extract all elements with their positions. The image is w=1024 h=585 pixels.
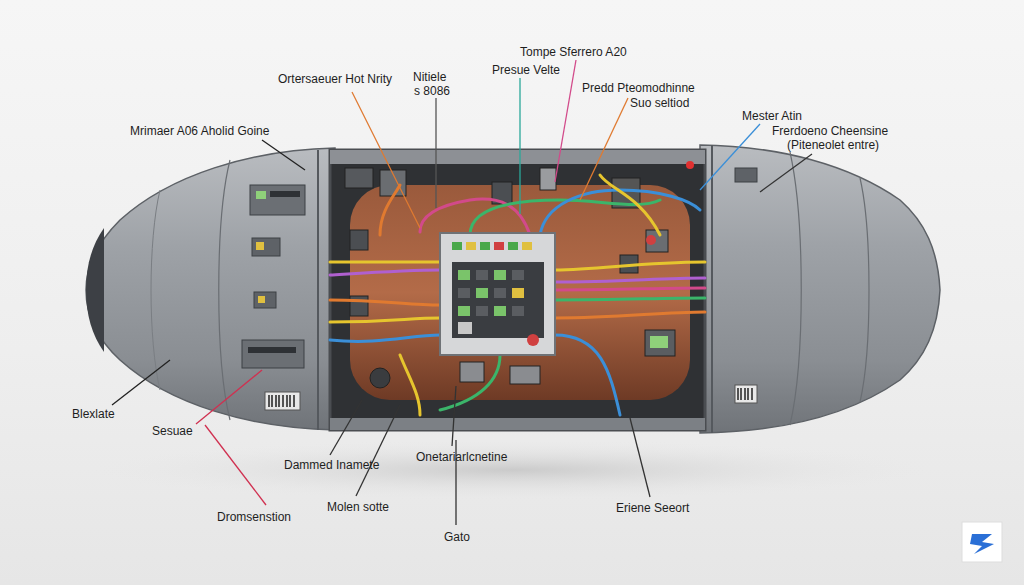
- barcode: [738, 388, 752, 400]
- leader-lines: [112, 60, 812, 525]
- logo-mark: [970, 534, 994, 554]
- logo-tile: [962, 522, 1002, 562]
- indicator: [258, 296, 265, 303]
- component: [646, 230, 668, 252]
- barcode: [269, 395, 294, 407]
- panel-seam: [711, 145, 713, 433]
- nose-cone: [86, 148, 335, 430]
- callout-label: Gato: [442, 530, 472, 544]
- panel-seam: [860, 178, 869, 402]
- indicator: [686, 161, 694, 169]
- callout-label: Blexlate: [70, 407, 117, 421]
- indicator: [646, 235, 656, 245]
- panel-seam: [790, 152, 801, 425]
- callout-label: Nitiele: [411, 70, 448, 84]
- side-panel: [735, 168, 757, 182]
- callout-label: Eriene Seeort: [614, 501, 691, 515]
- panel-seam: [151, 190, 160, 390]
- component: [645, 330, 675, 356]
- barcode-plate: [265, 392, 300, 410]
- callout-label: Dammed Inamete: [282, 458, 381, 472]
- callout-label: Onetariarlcnetine: [414, 450, 509, 464]
- callout-label: (Piteneolet entre): [785, 138, 881, 152]
- indicator: [248, 347, 296, 353]
- component: [510, 366, 540, 384]
- callout-label: Presue Velte: [490, 63, 562, 77]
- indicator: [650, 336, 668, 348]
- open-bay: [330, 150, 705, 430]
- side-panel: [254, 292, 276, 308]
- component: [460, 362, 484, 382]
- tail-section: [700, 145, 940, 433]
- callout-label: Tompe Sferrero A20: [518, 45, 629, 59]
- callout-label: Frerdoeno Cheensine: [770, 124, 890, 138]
- wiring: [330, 175, 705, 415]
- indicator: [270, 191, 300, 197]
- control-box: [440, 233, 555, 355]
- callout-label: s 8086: [412, 84, 452, 98]
- callout-label: Mester Atin: [740, 109, 804, 123]
- side-panel: [250, 185, 305, 215]
- copper-tank: [350, 185, 690, 400]
- side-panel: [252, 238, 280, 256]
- callout-label: Dromsenstion: [215, 510, 293, 524]
- callout-label: Suo seltiod: [628, 96, 691, 110]
- component: [345, 168, 373, 188]
- control-buttons: [452, 242, 539, 346]
- callout-label: Sesuae: [150, 424, 195, 438]
- panel-seam: [219, 160, 230, 420]
- callout-label: Ortersaeuer Hot Nrity: [276, 72, 394, 86]
- panel-seam: [317, 150, 319, 430]
- callout-label: Mrimaer A06 Aholid Goine: [128, 124, 271, 138]
- control-screen: [452, 262, 544, 338]
- component: [370, 368, 390, 388]
- callout-label: Molen sotte: [325, 500, 391, 514]
- indicator: [256, 191, 266, 199]
- valve: [540, 168, 556, 190]
- barcode-plate: [735, 385, 757, 403]
- callout-label: Predd Pteomodhinne: [580, 81, 697, 95]
- bay-rim: [330, 418, 705, 430]
- side-panel: [242, 340, 304, 368]
- nose-tip: [86, 228, 104, 352]
- component: [350, 230, 368, 250]
- indicator: [256, 242, 264, 250]
- floor-shadow: [92, 440, 932, 500]
